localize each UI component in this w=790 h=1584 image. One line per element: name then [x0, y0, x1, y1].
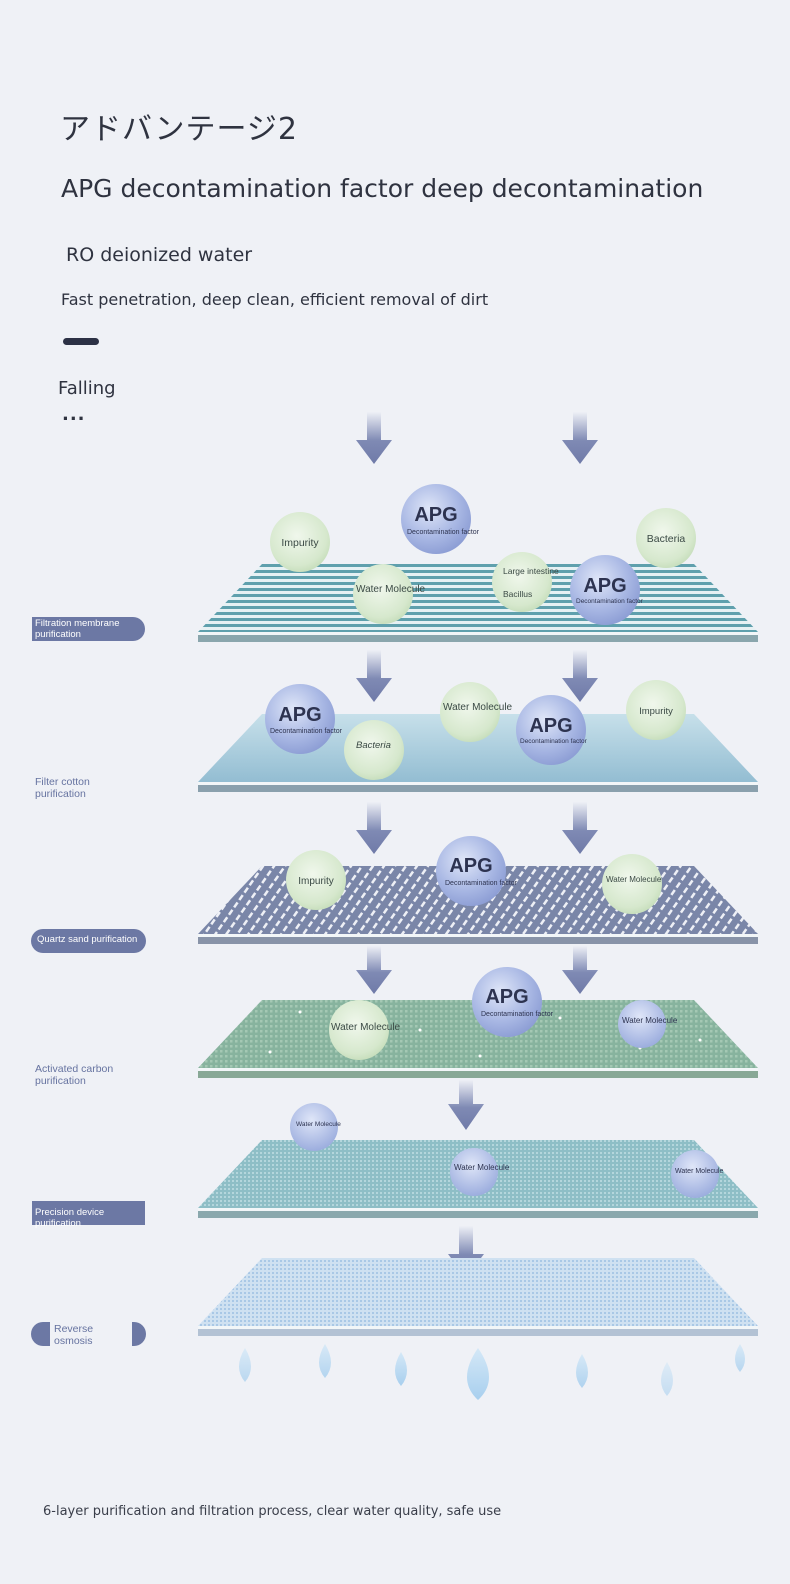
page-subtitle: APG decontamination factor deep decontam…: [61, 174, 704, 203]
impurity-particle: [286, 850, 346, 910]
apg-sub-label: Decontamination factor: [481, 1011, 554, 1018]
impurity-label: Impurity: [639, 706, 673, 717]
apg-sub-label: Decontamination factor: [445, 880, 518, 887]
arrow-icon: [562, 412, 598, 464]
footer-caption: 6-layer purification and filtration proc…: [43, 1504, 502, 1519]
apg-label: APG: [449, 855, 492, 877]
water-molecule-particle: [450, 1148, 498, 1196]
impurity-label: Impurity: [298, 876, 334, 887]
reverse-osmosis-right-cap: [132, 1322, 146, 1346]
apg-label: APG: [414, 504, 457, 526]
layer-label-filter-cotton: Filter cotton purification: [35, 776, 90, 800]
tagline: Fast penetration, deep clean, efficient …: [61, 290, 489, 309]
water-molecule-label: Water Molecule: [675, 1168, 723, 1175]
large-intestine-label: Large intestine: [503, 566, 559, 576]
water-molecule-label: Water Molecule: [331, 1022, 401, 1033]
large-intestine-particle: [492, 552, 552, 612]
impurity-label: Impurity: [281, 537, 319, 549]
arrow-icon: [356, 802, 392, 854]
water-molecule-particle: [329, 1000, 389, 1060]
bacteria-particle: [344, 720, 404, 780]
apg-label: APG: [485, 986, 528, 1008]
reverse-osmosis-left-cap: [31, 1322, 50, 1346]
bacteria-particle: [636, 508, 696, 568]
droplet-icon: [661, 1362, 673, 1396]
arrow-icon: [448, 1080, 484, 1130]
water-molecule-particle: [353, 564, 413, 624]
apg-particle: [265, 684, 335, 754]
layer-label-filtration-membrane: Filtration membrane purification: [32, 617, 145, 641]
water-droplets: [239, 1344, 745, 1400]
bacteria-label: Bacteria: [356, 740, 391, 751]
water-molecule-particle: [671, 1150, 719, 1198]
section-heading: RO deionized water: [66, 244, 253, 266]
page-title: アドバンテージ2: [60, 112, 298, 147]
impurity-particle: [626, 680, 686, 740]
apg-particle: [570, 555, 640, 625]
water-molecule-particle: [290, 1103, 338, 1151]
droplet-icon: [319, 1344, 331, 1378]
bacteria-label: Bacteria: [647, 533, 686, 545]
apg-sub-label: Decontamination factor: [576, 598, 644, 605]
apg-sub-label: Decontamination factor: [407, 529, 480, 536]
apg-particle: [436, 836, 506, 906]
layer-label-activated-carbon: Activated carbon purification: [35, 1063, 114, 1087]
water-molecule-label: Water Molecule: [296, 1121, 341, 1128]
droplet-icon: [576, 1354, 588, 1388]
droplet-icon: [467, 1348, 489, 1400]
apg-label: APG: [529, 715, 572, 737]
apg-particles: APG Decontamination factor APG Decontami…: [265, 484, 723, 1198]
apg-label: APG: [583, 575, 626, 597]
apg-sub-label: Decontamination factor: [520, 738, 588, 745]
layer-label-reverse-osmosis: Reverse osmosis: [54, 1323, 94, 1347]
layer-label-quartz-sand: Quartz sand purification: [31, 929, 146, 953]
bacillus-label: Bacillus: [503, 589, 532, 599]
apg-sub-label: Decontamination factor: [270, 728, 343, 735]
apg-particle: [516, 695, 586, 765]
layer-reverse-osmosis: [198, 1258, 758, 1336]
water-molecule-particle: [440, 682, 500, 742]
droplet-icon: [239, 1348, 251, 1382]
layer-filtration-membrane: [198, 564, 758, 642]
impurity-particle: [270, 512, 330, 572]
water-molecule-label: Water Molecule: [356, 584, 426, 595]
arrow-icon: [356, 650, 392, 702]
arrow-icon: [356, 412, 392, 464]
apg-particle: [401, 484, 471, 554]
layer-filter-cotton: [198, 714, 758, 792]
particles: Impurity Bacteria Water Molecule Large i…: [270, 508, 696, 1060]
falling-label: Falling: [58, 378, 116, 399]
arrow-icon: [562, 802, 598, 854]
divider: [63, 338, 99, 345]
ellipsis: ...: [62, 404, 86, 425]
water-molecule-particle: [602, 854, 662, 914]
droplet-icon: [395, 1352, 407, 1386]
arrow-icon: [562, 946, 598, 994]
water-molecule-particle: [618, 1000, 666, 1048]
water-molecule-label: Water Molecule: [622, 1016, 678, 1025]
apg-label: APG: [278, 704, 321, 726]
water-molecule-label: Water Molecule: [606, 875, 662, 884]
arrow-icon: [356, 946, 392, 994]
apg-particle: [472, 967, 542, 1037]
droplet-icon: [735, 1344, 745, 1372]
layer-label-precision-device: Precision device purification: [32, 1201, 145, 1229]
water-molecule-label: Water Molecule: [454, 1163, 510, 1172]
arrow-icon: [562, 650, 598, 702]
water-molecule-label: Water Molecule: [443, 702, 513, 713]
